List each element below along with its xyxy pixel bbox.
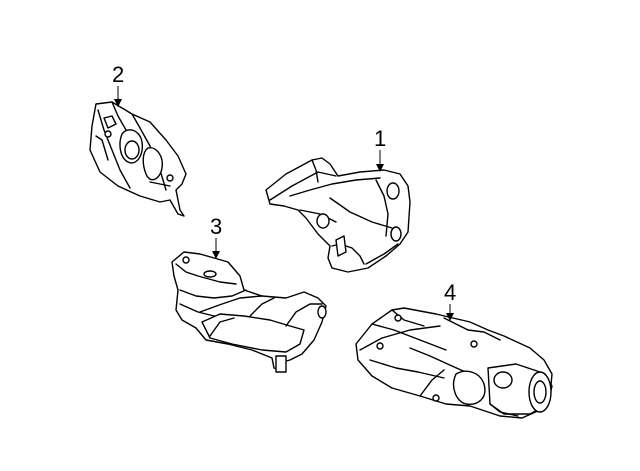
callout-label-3: 3 <box>210 214 222 239</box>
callout-arrowhead-2 <box>114 99 122 107</box>
part-1-bracket[interactable] <box>265 157 411 273</box>
part-2-mount[interactable] <box>89 101 187 217</box>
callout-label-1: 1 <box>374 126 386 151</box>
callout-arrowhead-1 <box>376 164 384 172</box>
part-3-mount[interactable] <box>171 251 327 373</box>
callout-4: 4 <box>444 280 456 321</box>
callout-2: 2 <box>112 62 124 107</box>
callout-label-4: 4 <box>444 280 456 305</box>
callout-1: 1 <box>374 126 386 172</box>
callout-arrowhead-3 <box>212 251 220 259</box>
callout-label-2: 2 <box>112 62 124 87</box>
callout-3: 3 <box>210 214 222 259</box>
part-4-bracket[interactable] <box>355 307 553 419</box>
callout-arrowhead-4 <box>446 313 454 321</box>
